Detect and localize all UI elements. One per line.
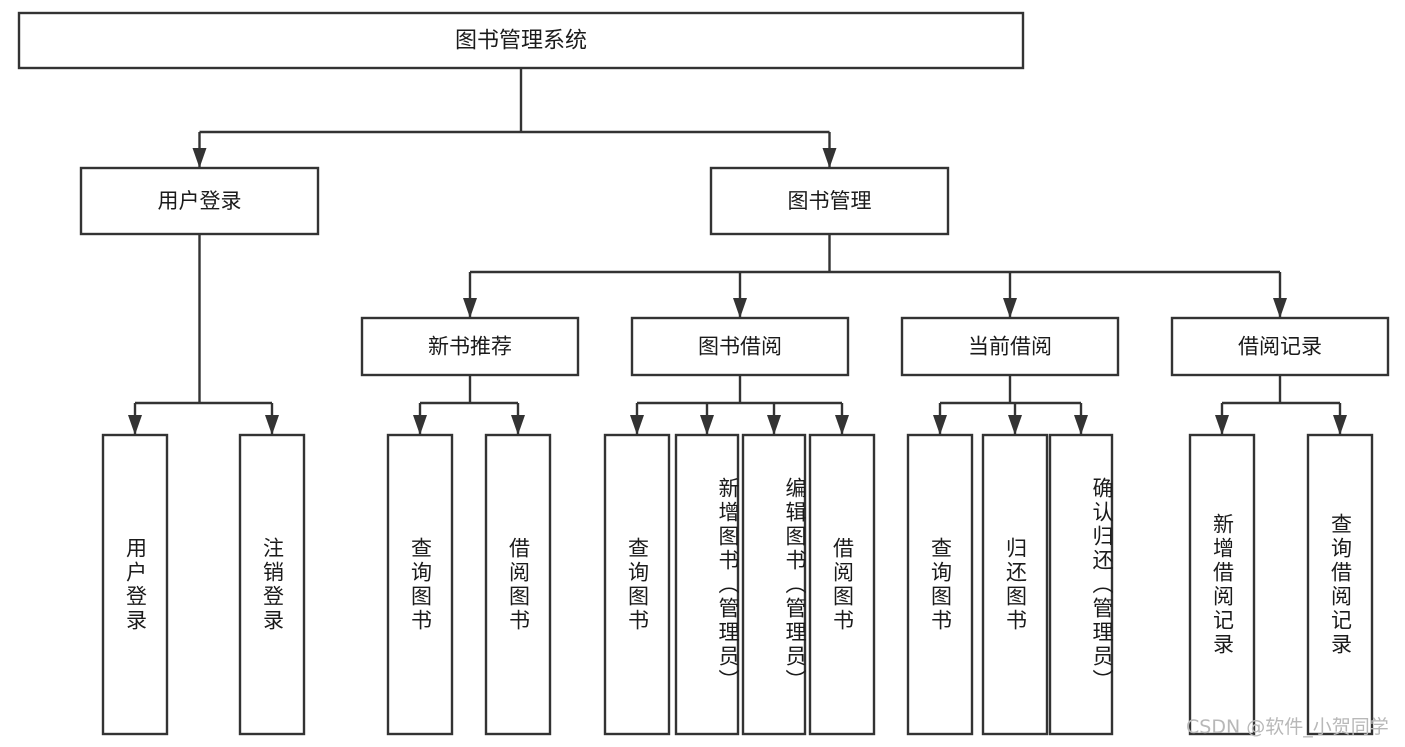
node-root-label: 图书管理系统	[455, 29, 587, 54]
connector-arrow-icon	[265, 415, 279, 435]
connector-arrow-icon	[1215, 415, 1229, 435]
node-leaf-confirm-return[interactable]	[1048, 433, 1114, 736]
watermark-text: CSDN @软件_小贺同学	[1186, 716, 1389, 738]
connector-arrow-icon	[413, 415, 427, 435]
node-leaf-borrow-book-recommend[interactable]	[484, 433, 552, 736]
node-leaf-logout[interactable]	[238, 433, 306, 736]
node-leaf-user-login[interactable]	[101, 433, 169, 736]
connector-arrow-icon	[1008, 415, 1022, 435]
connector-arrow-icon	[822, 148, 837, 168]
node-leaf-query-book-borrow[interactable]	[603, 433, 671, 736]
connector-arrow-icon	[767, 415, 781, 435]
connector-arrow-icon	[700, 415, 714, 435]
node-leaf-add-borrow-record[interactable]	[1188, 433, 1256, 736]
node-leaf-query-book-current[interactable]	[906, 433, 974, 736]
node-book-management-label: 图书管理	[788, 189, 872, 213]
connector-arrow-icon	[733, 298, 747, 318]
node-book-borrow-label: 图书借阅	[698, 335, 782, 359]
connector-arrow-icon	[1273, 298, 1287, 318]
connector-arrow-icon	[933, 415, 947, 435]
node-user-login[interactable]	[79, 166, 320, 236]
node-new-book-recommend[interactable]	[360, 316, 580, 377]
node-leaf-return-book[interactable]	[981, 433, 1049, 736]
node-leaf-edit-book[interactable]	[741, 433, 807, 736]
node-leaf-query-borrow-record[interactable]	[1306, 433, 1374, 736]
node-current-borrow[interactable]	[900, 316, 1120, 377]
connector-arrow-icon	[192, 148, 207, 168]
connector-arrow-icon	[463, 298, 477, 318]
connector-arrow-icon	[128, 415, 142, 435]
node-leaf-add-book[interactable]	[674, 433, 740, 736]
node-leaf-borrow-book[interactable]	[808, 433, 876, 736]
node-new-book-recommend-label: 新书推荐	[428, 335, 512, 359]
connector-arrow-icon	[835, 415, 849, 435]
connector-arrow-icon	[1003, 298, 1017, 318]
node-user-login-label: 用户登录	[158, 189, 242, 213]
node-borrow-record-label: 借阅记录	[1238, 335, 1322, 359]
node-current-borrow-label: 当前借阅	[968, 335, 1052, 359]
connector-arrow-icon	[1333, 415, 1347, 435]
connector-arrow-icon	[511, 415, 525, 435]
node-leaf-query-book-recommend[interactable]	[386, 433, 454, 736]
node-root[interactable]	[17, 11, 1025, 70]
connector-arrow-icon	[1074, 415, 1088, 435]
connector-arrow-icon	[630, 415, 644, 435]
